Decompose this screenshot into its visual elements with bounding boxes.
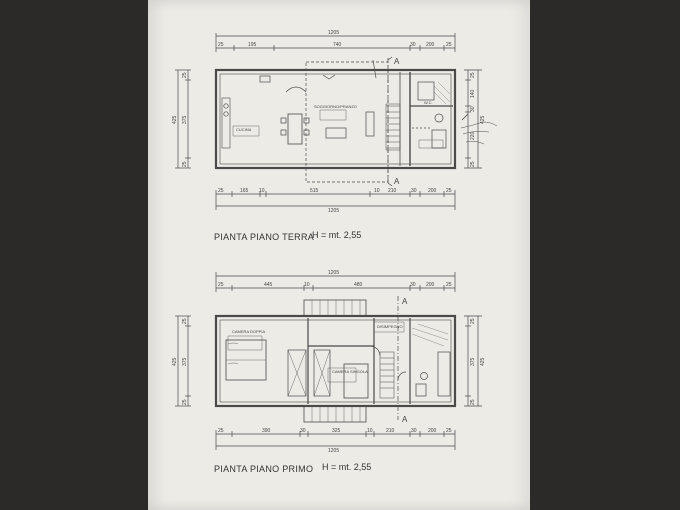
ff-total-bottom: 1205 [328,448,339,454]
ff-dim-top-7: 25 [446,282,452,288]
gf-dim-top-1: 25 [218,42,224,48]
gf-left-3: 25 [182,161,188,167]
gf-dim-bot-6: 30 [411,188,417,194]
ff-dim-bot-2: 30 [300,428,306,434]
first-floor-height: H = mt. 2,55 [322,462,372,472]
ff-dim-top-6: 200 [426,282,435,288]
floor-plans-drawing: 1205 25 195 740 30 200 25 CUCINA SOGGIOR… [172,30,498,454]
gf-dim-bot-8: 25 [446,188,452,194]
ff-dim-top-3: 10 [304,282,310,288]
gf-dim-bot-2: 10 [259,188,265,194]
gf-section-top: A [394,57,400,66]
ff-dim-bot-0: 25 [218,428,224,434]
gf-right-4: 220 [470,131,476,140]
ff-right-2: 375 [470,357,476,366]
room-wc: W.C. [424,100,433,105]
document-sheet: 1205 25 195 740 30 200 25 CUCINA SOGGIOR… [148,0,530,510]
ff-dim-top-2: 445 [264,282,273,288]
room-cucina: CUCINA [236,127,252,132]
ff-section-top: A [402,297,408,306]
gf-dim-top-3: 740 [333,42,342,48]
ff-dim-bot-1: 390 [262,428,271,434]
gf-left-2: 375 [182,115,188,124]
gf-right-total: 425 [480,115,486,124]
gf-dim-bot-1: 165 [240,188,249,194]
ground-floor-height: H = mt. 2,55 [312,230,362,240]
gf-right-2: 140 [470,89,476,98]
gf-dim-top-5: 200 [426,42,435,48]
gf-section-bottom: A [394,177,400,186]
room-soggiorno: SOGGIORNO/PRANZO [314,104,357,109]
ff-dim-bot-7: 200 [428,428,437,434]
gf-right-5: 25 [470,161,476,167]
room-disimpegno: DISIMPEGNO [377,324,403,329]
ff-dim-bot-5: 210 [386,428,395,434]
ff-right-total: 425 [480,357,486,366]
gf-left-1: 25 [182,72,188,78]
ff-dim-bot-8: 25 [446,428,452,434]
ff-dim-bot-3: 325 [332,428,341,434]
gf-dim-top-4: 30 [410,42,416,48]
gf-total-top: 1205 [328,30,339,36]
ff-right-1: 25 [470,318,476,324]
ground-floor-title: PIANTA PIANO TERRA [214,232,315,242]
first-floor-title: PIANTA PIANO PRIMO [214,464,314,474]
ff-right-3: 25 [470,399,476,405]
gf-dim-bot-5: 210 [388,188,397,194]
ff-left-total: 425 [172,357,178,366]
gf-dim-top-6: 25 [446,42,452,48]
ff-left-3: 25 [182,399,188,405]
gf-dim-bot-3: 515 [310,188,319,194]
gf-total-bottom: 1205 [328,208,339,214]
ff-left-1: 25 [182,318,188,324]
ff-dim-top-1: 25 [218,282,224,288]
gf-right-1: 25 [470,72,476,78]
gf-dim-bot-4: 10 [374,188,380,194]
gf-left-total: 425 [172,115,178,124]
gf-dim-bot-0: 25 [218,188,224,194]
ff-dim-bot-6: 30 [411,428,417,434]
gf-right-3: 30 [470,106,476,112]
gf-dim-bot-7: 200 [428,188,437,194]
room-camera-singola: CAMERA SINGOLA [332,369,368,374]
ff-dim-top-4: 480 [354,282,363,288]
gf-dim-top-2: 195 [248,42,257,48]
ff-left-2: 375 [182,357,188,366]
room-camera-doppia: CAMERA DOPPIA [232,329,265,334]
ff-total-top: 1205 [328,270,339,276]
ff-section-bottom: A [402,415,408,424]
ff-dim-top-5: 30 [410,282,416,288]
ff-dim-bot-4: 10 [367,428,373,434]
